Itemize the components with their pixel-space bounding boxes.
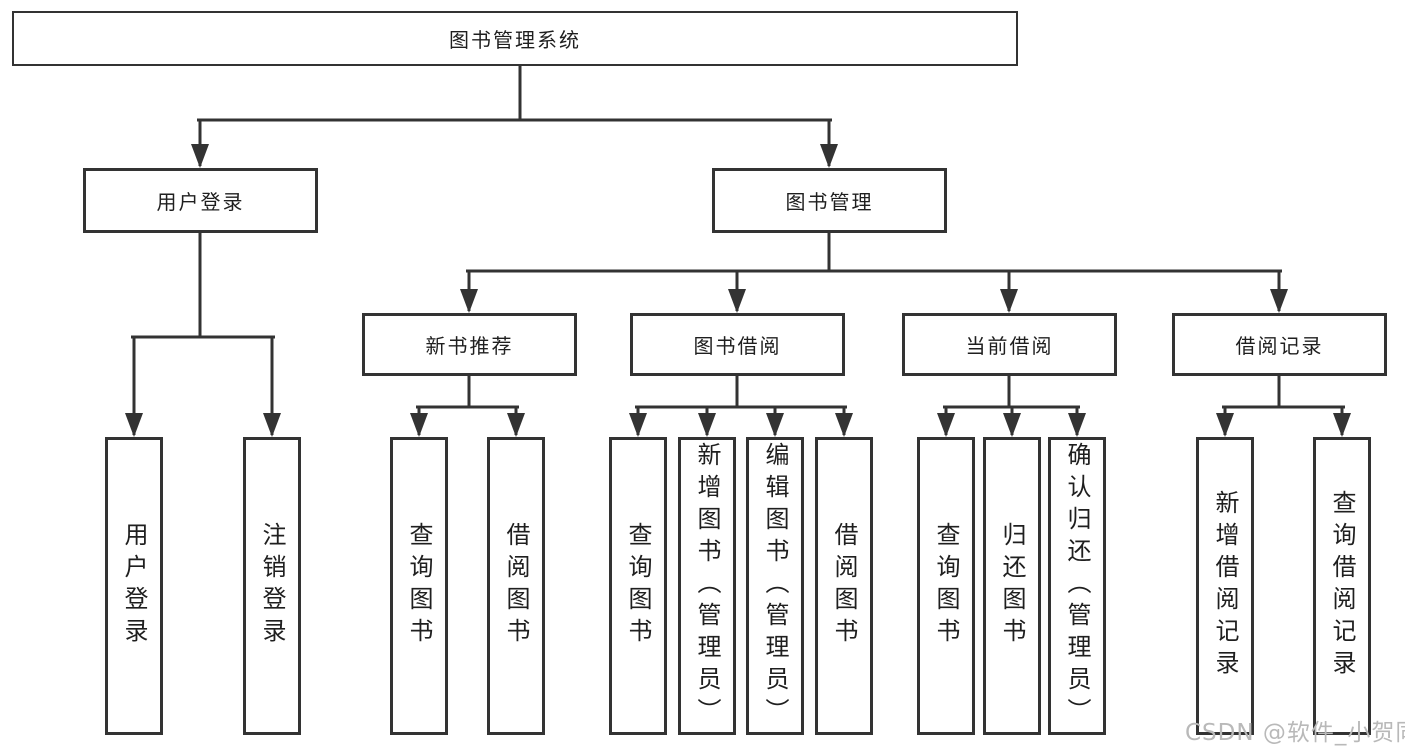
node-book-borrow: 图书借阅 — [630, 313, 845, 376]
node-leaf-query-borrow-record: 查询借阅记录 — [1313, 437, 1371, 735]
node-borrow-records: 借阅记录 — [1172, 313, 1387, 376]
node-new-book-recommend: 新书推荐 — [362, 313, 577, 376]
node-leaf-return-books: 归还图书 — [983, 437, 1041, 735]
node-label: 图书管理系统 — [449, 28, 581, 52]
node-label: 借阅图书 — [830, 522, 858, 650]
node-leaf-add-books-admin: 新增图书（管理员） — [678, 437, 736, 735]
node-label: 图书管理 — [785, 190, 874, 214]
node-book-management-branch: 图书管理 — [712, 168, 947, 233]
node-leaf-confirm-return-admin: 确认归还（管理员） — [1048, 437, 1106, 735]
node-label: 注销登录 — [258, 522, 286, 650]
node-label: 用户登录 — [120, 522, 148, 650]
node-label: 查询图书 — [624, 522, 652, 650]
node-label: 编辑图书（管理员） — [761, 442, 789, 730]
node-leaf-query-books-2: 查询图书 — [609, 437, 667, 735]
csdn-watermark: CSDN @软件_小贺同学 — [1185, 720, 1405, 746]
node-label: 当前借阅 — [965, 334, 1054, 358]
node-leaf-query-books-1: 查询图书 — [390, 437, 448, 735]
node-label: 新增借阅记录 — [1211, 490, 1239, 682]
node-leaf-borrow-books-2: 借阅图书 — [815, 437, 873, 735]
node-label: 查询图书 — [932, 522, 960, 650]
node-label: 借阅记录 — [1235, 334, 1324, 358]
node-leaf-add-borrow-record: 新增借阅记录 — [1196, 437, 1254, 735]
node-leaf-borrow-books-1: 借阅图书 — [487, 437, 545, 735]
node-current-borrow: 当前借阅 — [902, 313, 1117, 376]
node-label: 图书借阅 — [693, 334, 782, 358]
node-root-library-system: 图书管理系统 — [12, 11, 1018, 66]
node-label: 查询借阅记录 — [1328, 490, 1356, 682]
node-label: 归还图书 — [998, 522, 1026, 650]
node-label: 查询图书 — [405, 522, 433, 650]
node-label: 确认归还（管理员） — [1063, 442, 1091, 730]
node-leaf-edit-books-admin: 编辑图书（管理员） — [746, 437, 804, 735]
node-label: 新增图书（管理员） — [693, 442, 721, 730]
node-leaf-query-books-3: 查询图书 — [917, 437, 975, 735]
node-leaf-user-login: 用户登录 — [105, 437, 163, 735]
node-user-login-branch: 用户登录 — [83, 168, 318, 233]
node-label: 用户登录 — [156, 190, 245, 214]
node-leaf-logout: 注销登录 — [243, 437, 301, 735]
node-label: 借阅图书 — [502, 522, 530, 650]
node-label: 新书推荐 — [425, 334, 514, 358]
